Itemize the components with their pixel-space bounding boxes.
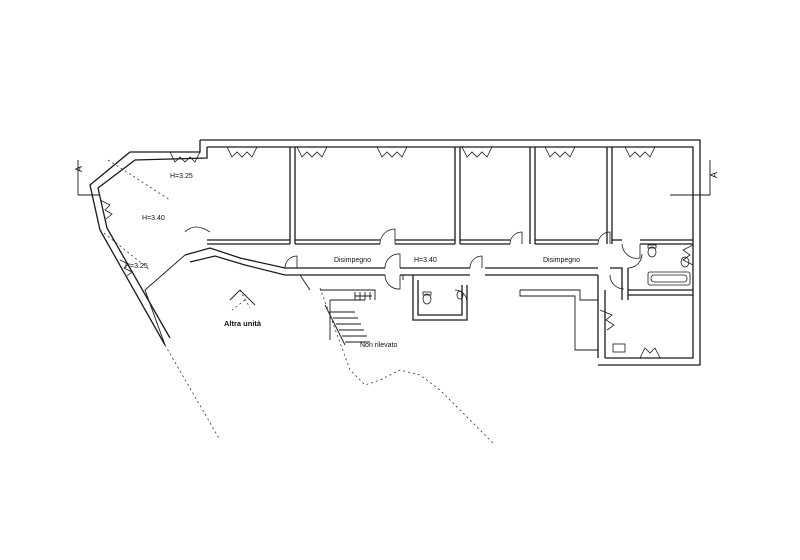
outer-walls: [89, 139, 701, 366]
not-surveyed-label: Non rilevato: [360, 342, 397, 349]
corridor-label: Disimpegno: [334, 257, 371, 264]
annotations: H=3.25 H=3.40 H=3.25 H=3.40 Disimpegno D…: [125, 173, 580, 349]
height-label: H=3.25: [125, 263, 148, 270]
wc-icon: [647, 246, 657, 258]
sink-icon: [680, 256, 690, 268]
wc-icon: [422, 293, 432, 305]
corridor-label: Disimpegno: [543, 257, 580, 264]
corridor-walls: [184, 247, 693, 358]
sink-icon: [456, 290, 464, 300]
section-label: A: [709, 172, 719, 178]
other-unit-label: Altra unità: [224, 319, 262, 328]
height-label: H=3.25: [170, 173, 193, 180]
bathtub-icon: [647, 271, 691, 286]
bathroom-fixtures: [422, 244, 691, 353]
section-label: A: [74, 166, 84, 172]
height-label: H=3.40: [414, 257, 437, 264]
windows: [99, 146, 694, 359]
staircase: [299, 274, 372, 346]
section-mark-right: A: [670, 160, 719, 196]
boundary-lines: [99, 159, 496, 446]
section-mark-left: A: [74, 160, 100, 196]
height-label: H=3.40: [142, 215, 165, 222]
room-walls: [207, 147, 693, 245]
door-swings: [184, 226, 643, 303]
